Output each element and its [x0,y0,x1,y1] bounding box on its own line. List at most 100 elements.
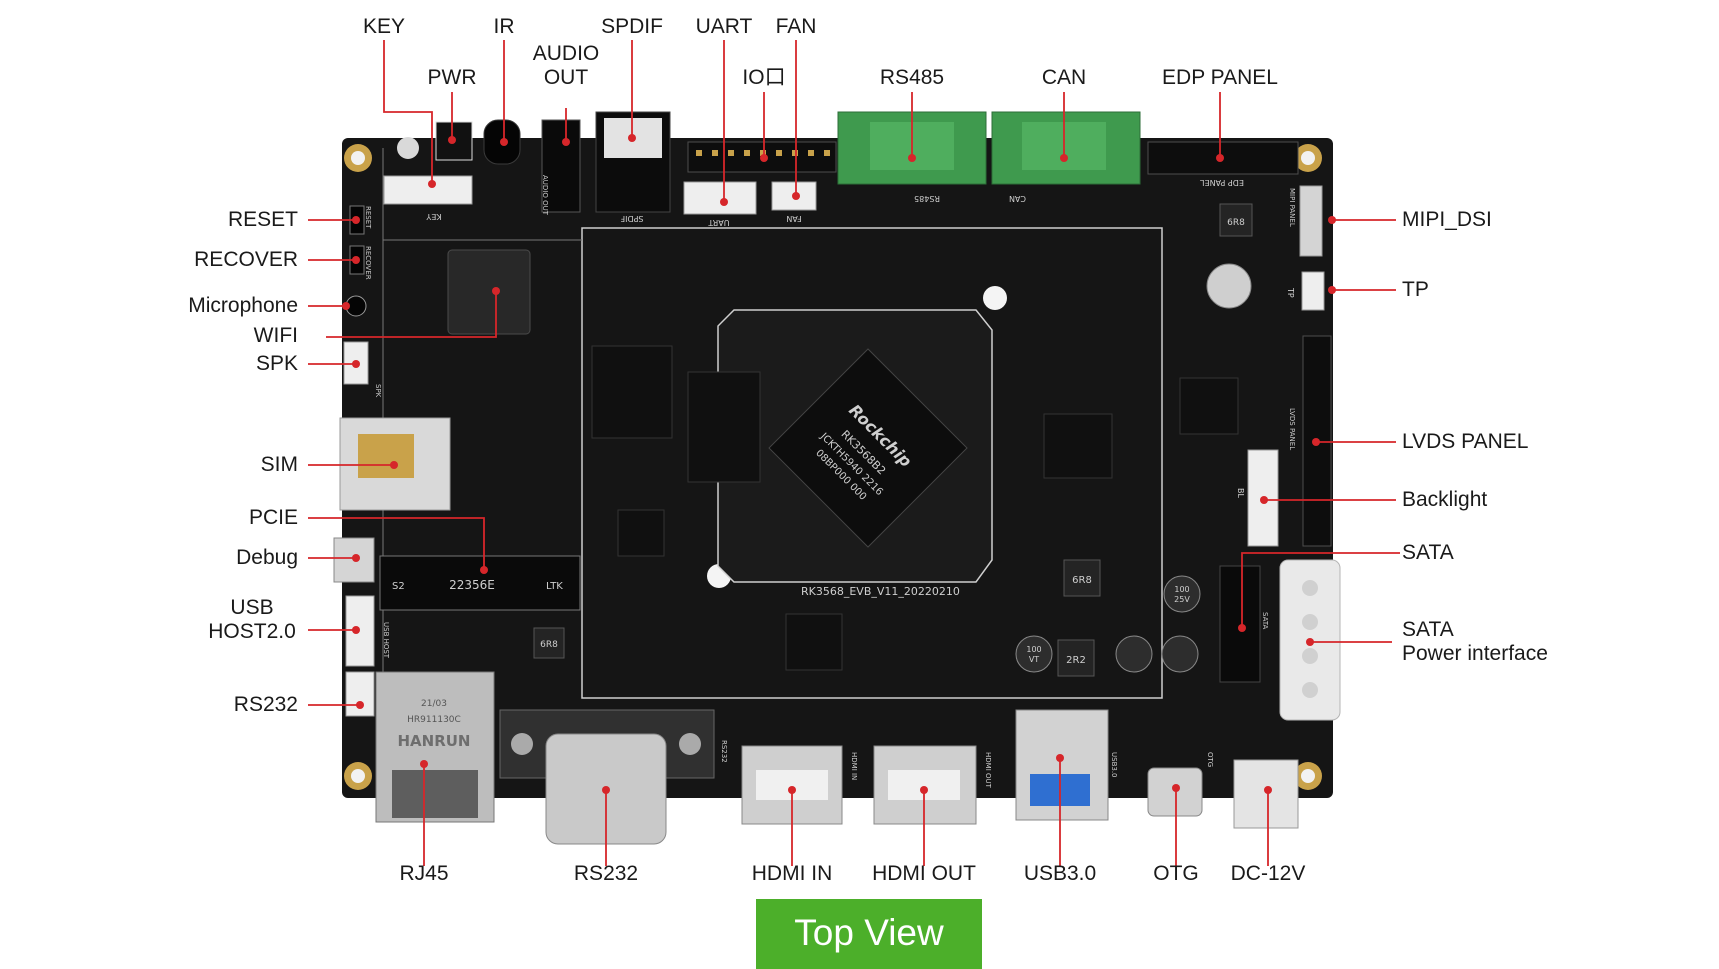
rtc-battery [1206,263,1252,309]
uart-silk: UART [708,218,729,227]
label-spdif: SPDIF [601,15,663,38]
rj45-brand: HANRUN [397,732,470,750]
spk-silk: SPK [374,384,382,398]
label-usb-host: USB HOST2.0 [208,596,296,643]
label-audio-out: AUDIO OUT [532,42,600,89]
label-dc: DC-12V [1230,862,1306,885]
inductor-a-label: 6R8 [1072,575,1092,586]
label-mipi-dsi: MIPI_DSI [1402,208,1492,231]
pcie-slot [379,555,581,611]
label-rs232-left: RS232 [233,693,298,716]
label-otg: OTG [1153,862,1199,885]
bridge-chip [1179,377,1239,435]
mipi-silk: MIPI PANEL [1288,188,1296,227]
label-can: CAN [1041,66,1087,89]
leader-dots [342,134,1336,794]
spdif-silk: SPDIF [620,214,643,223]
cap-value-a: 100 [1174,585,1189,594]
inductor-c-label: 6R8 [540,640,558,650]
hdmi-in-silk: HDMI IN [850,752,858,780]
rs232-silk: RS232 [720,740,728,763]
sata-connector [1219,565,1261,683]
key-silk: KEY [426,212,441,221]
label-fan: FAN [775,15,817,38]
rj45-date: 21/03 [421,699,447,709]
rs485-silk: RS485 [914,194,940,203]
mounting-holes [344,144,1322,790]
label-tp: TP [1402,278,1429,301]
label-rs485: RS485 [879,66,945,89]
label-sata: SATA [1402,541,1454,564]
key-connector [383,175,473,205]
board-id: RK3568_EVB_V11_20220210 [801,585,960,598]
recover-silk: RECOVER [364,246,372,280]
inductor-b [1219,203,1253,237]
wifi-module [447,249,531,335]
fan-silk: FAN [786,214,801,223]
label-pwr: PWR [427,66,477,89]
label-lvds-panel: LVDS PANEL [1402,430,1529,453]
power-button [435,121,473,161]
tp-connector [1301,271,1325,311]
sata-silk: SATA [1261,612,1269,630]
pcie-right: LTK [546,581,563,592]
soc-chip: Rockchip RK3568B2 JCKTH5940 2216 08BP000… [768,348,968,548]
label-rs232-bottom: RS232 [573,862,639,885]
label-recover: RECOVER [194,248,298,271]
label-pcie: PCIE [248,506,298,529]
can-silk: CAN [1009,194,1026,203]
usb-host-connector [345,595,375,667]
label-microphone: Microphone [188,294,298,317]
leader-lines [308,40,1400,866]
capacitors: 100 25V 100 VT [1015,575,1201,673]
bl-silk: BL [1236,488,1245,498]
label-debug: Debug [236,546,298,569]
top-view-badge: Top View [756,899,982,969]
ddr-chip [687,371,761,483]
cap-value-b: 100 [1026,645,1041,654]
label-hdmi-in: HDMI IN [751,862,833,885]
label-hdmi-out: HDMI OUT [872,862,976,885]
label-spk: SPK [255,352,298,375]
phy-chip [617,509,665,557]
label-edp-panel: EDP PANEL [1162,66,1278,89]
label-key: KEY [362,15,406,38]
audio-jack [541,119,581,213]
pcie-left: S2 [392,581,405,592]
emmc-chip [591,345,673,439]
dc-jack [1233,759,1299,829]
label-backlight: Backlight [1402,488,1488,511]
rj45-model: HR911130C [407,715,461,725]
hdmi-chip [785,613,843,671]
tp-silk: TP [1286,287,1295,298]
otg-silk: OTG [1206,752,1214,767]
label-reset: RESET [227,208,298,231]
usb3-silk: USB3.0 [1110,752,1118,778]
reset-silk: RESET [364,206,372,229]
mipi-connector [1299,185,1323,257]
label-usb3: USB3.0 [1023,862,1097,885]
cap-voltage-a: 25V [1174,595,1190,604]
uart-connector [683,181,757,215]
label-sim: SIM [260,453,298,476]
rs232-header [345,671,375,717]
hdmi-out-silk: HDMI OUT [984,752,992,789]
edp-silk: EDP PANEL [1200,178,1244,187]
inductor-b-label: 6R8 [1227,218,1245,228]
label-wifi: WIFI [253,324,298,347]
label-uart: UART [695,15,753,38]
lvds-silk: LVDS PANEL [1288,408,1296,450]
cap-vt-b: VT [1029,655,1039,664]
label-sata-power: SATA Power interface [1402,618,1548,665]
inductor-a [1063,559,1101,597]
pcie-marking: 22356E [449,578,495,592]
inductor-c [533,627,565,659]
pmic-chip [1043,413,1113,479]
label-io: IO口 [742,66,786,89]
inductor-d-label: 2R2 [1066,655,1086,666]
label-rj45: RJ45 [399,862,449,885]
inductor-d [1057,639,1095,677]
label-ir: IR [493,15,515,38]
